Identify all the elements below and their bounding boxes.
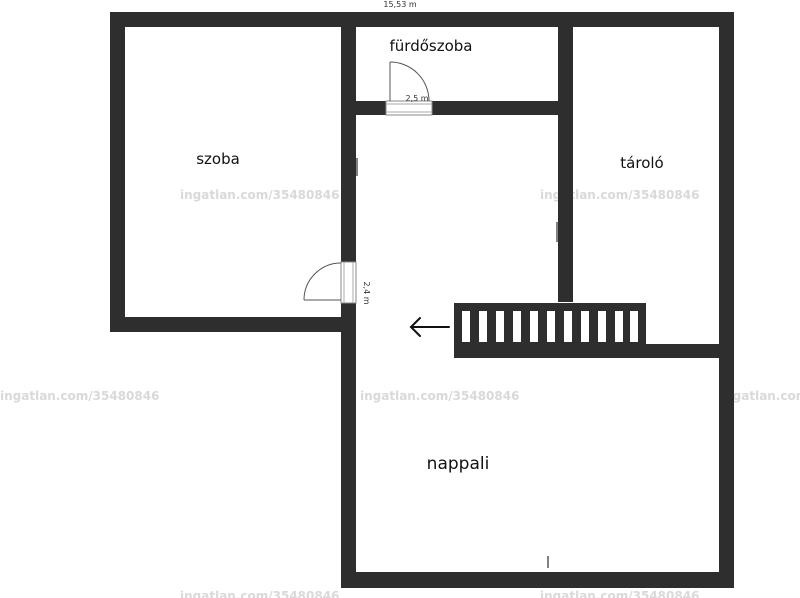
wall-szoba-right-upper — [341, 12, 356, 262]
watermark: ingatlan.com/35480846 — [720, 389, 800, 403]
room-label-tarolo: tároló — [620, 154, 663, 172]
room-label-nappali: nappali — [427, 454, 490, 474]
room-label-furdoszoba: fürdőszoba — [390, 37, 473, 55]
bath-door-dimension: 2,5 m — [405, 94, 428, 103]
watermark: ingatlan.com/35480846 — [360, 389, 519, 403]
hall-door — [303, 261, 357, 304]
arrow-left-icon — [409, 317, 450, 337]
wall-bottom — [341, 572, 734, 588]
wall-bath-bottom-left — [356, 101, 386, 115]
total-width-dimension: 15,53 m — [383, 0, 416, 9]
watermark: ingatlan.com/35480846 — [540, 188, 699, 202]
bath-door — [385, 61, 433, 116]
stair-steps — [462, 311, 638, 342]
walls — [110, 12, 734, 588]
watermarks: ingatlan.com/35480846 ingatlan.com/35480… — [0, 188, 800, 598]
hall-door-dimension: 2,4 m — [362, 281, 371, 304]
watermark: ingatlan.com/35480846 — [180, 589, 339, 598]
watermark: ingatlan.com/35480846 — [0, 389, 159, 403]
room-label-szoba: szoba — [196, 150, 240, 168]
wall-storage-left — [558, 12, 573, 302]
wall-right — [719, 12, 734, 588]
stairs — [454, 303, 646, 358]
wall-marks — [356, 158, 721, 568]
wall-top — [110, 12, 734, 27]
wall-bath-bottom-right — [432, 101, 572, 115]
wall-left — [110, 12, 125, 332]
wall-storage-bottom — [646, 344, 734, 358]
watermark: ingatlan.com/35480846 — [540, 589, 699, 598]
watermark: ingatlan.com/35480846 — [180, 188, 339, 202]
wall-hall-left — [341, 303, 356, 588]
wall-szoba-bottom — [110, 317, 355, 332]
